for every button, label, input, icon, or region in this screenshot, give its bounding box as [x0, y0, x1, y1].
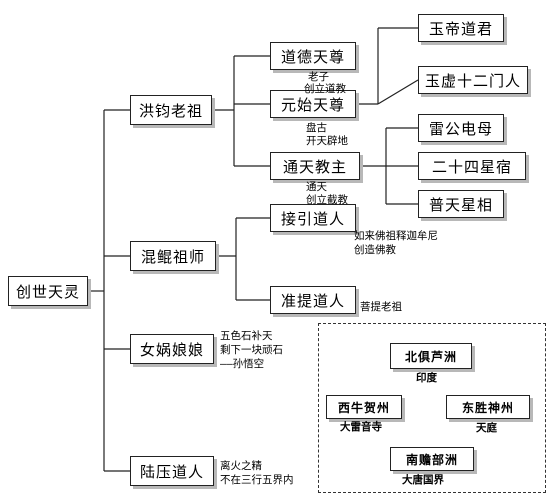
continent-south: 南赡部洲	[390, 447, 474, 471]
continent-north-note: 印度	[416, 372, 437, 384]
connector-hunkun-branches	[236, 217, 270, 301]
node-zhunti: 准提道人	[270, 286, 356, 314]
node-yudi: 玉帝道君	[418, 14, 504, 42]
node-luya: 陆压道人	[130, 456, 214, 486]
note-jieyin-1: 如来佛祖释迦牟尼	[354, 230, 438, 242]
continent-north: 北俱芦洲	[390, 343, 472, 369]
note-luya-2: 不在三行五界内	[220, 474, 294, 486]
node-jieyin: 接引道人	[270, 204, 356, 232]
note-zhunti-1: 菩提老祖	[360, 301, 402, 313]
connector-root-branches	[104, 109, 130, 472]
note-nuwa-1: 五色石补天	[220, 330, 273, 342]
node-putian: 普天星相	[418, 190, 504, 218]
node-tongtian: 通天教主	[270, 152, 360, 180]
continent-west-note: 大雷音寺	[340, 421, 382, 433]
note-nuwa-3: ——孙悟空	[220, 358, 265, 370]
connector-yuanshi-branches	[377, 27, 419, 105]
node-ershisi: 二十四星宿	[418, 152, 526, 180]
world-continents-panel	[318, 323, 546, 493]
node-yuanshi: 元始天尊	[270, 90, 356, 118]
note-daode-2: 创立道教	[304, 83, 346, 95]
continent-east: 东胜神州	[446, 395, 530, 419]
note-yuanshi-2: 开天辟地	[306, 135, 348, 147]
note-jieyin-2: 创造佛教	[354, 244, 396, 256]
note-daode-1: 老子	[308, 71, 329, 83]
connector-hongjun-branches	[234, 55, 270, 167]
node-hunkun: 混鲲祖师	[130, 241, 216, 271]
continent-south-note: 大唐国界	[402, 474, 444, 486]
node-nuwa: 女娲娘娘	[130, 334, 214, 364]
note-tongtian-1: 通天	[306, 181, 327, 193]
node-hongjun: 洪钧老祖	[130, 95, 212, 125]
note-tongtian-2: 创立截教	[306, 194, 348, 206]
connector-tongtian-branches	[386, 127, 418, 205]
node-daode: 道德天尊	[270, 42, 356, 70]
note-luya-1: 离火之精	[220, 460, 262, 472]
node-leigong: 雷公电母	[418, 114, 504, 142]
note-yuanshi-1: 盘古	[306, 122, 327, 134]
continent-east-note: 天庭	[476, 422, 497, 434]
node-root: 创世天灵	[8, 276, 88, 306]
note-nuwa-2: 剩下一块顽石	[220, 344, 283, 356]
node-yuxu: 玉虚十二门人	[418, 66, 528, 94]
continent-west: 西牛贺州	[326, 395, 402, 419]
